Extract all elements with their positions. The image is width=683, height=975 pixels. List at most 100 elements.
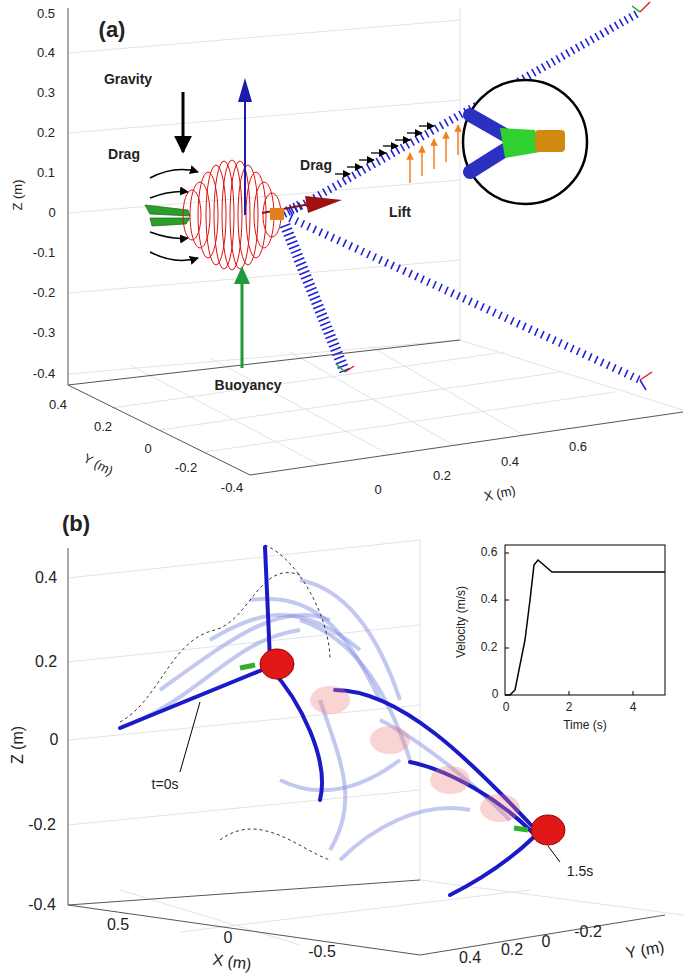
- velocity-inset: [505, 545, 665, 695]
- joint-inset: [470, 150, 505, 172]
- axis-tick: 0.2: [501, 941, 523, 959]
- axis-tick: 0.4: [501, 455, 519, 469]
- axis-tick: -0.5: [308, 943, 336, 961]
- axis-grid-b: [180, 890, 530, 932]
- drag-arrows-tentacle: [335, 173, 350, 174]
- motion-trails: [300, 580, 400, 700]
- axis-tick: 0.4: [37, 46, 55, 60]
- axis-tick: 0.4: [459, 949, 481, 967]
- axis-tick: 0.2: [481, 641, 498, 654]
- velocity-inset: [505, 600, 509, 601]
- axis-box-a: [68, 8, 69, 385]
- drag-arrows-tentacle: [395, 139, 410, 140]
- motion-trails: [320, 700, 345, 850]
- leader-line: [548, 846, 560, 862]
- axis-tick: 0: [144, 442, 151, 456]
- axis-tick: 0.2: [94, 420, 112, 434]
- tip-frames: [632, 6, 640, 12]
- axis-tick: -0.2: [175, 461, 197, 475]
- axis-grid-b: [68, 540, 683, 945]
- siphon-b: [514, 828, 528, 830]
- axis-grid-a: [290, 352, 455, 446]
- force-label: Drag: [300, 158, 332, 173]
- drag-arrows-tentacle: [347, 166, 362, 167]
- axis-tick: 0.2: [37, 126, 55, 140]
- axis-grid-a: [68, 20, 460, 53]
- joint-inset: [470, 115, 505, 135]
- axis-tick: 0: [50, 731, 59, 749]
- axis-tick: 0.2: [433, 469, 451, 483]
- axis-title: Z (m): [11, 179, 25, 210]
- time-label: t=0s: [152, 777, 179, 792]
- axis-grid-a: [130, 365, 320, 465]
- trail-outline: [120, 573, 300, 722]
- tentacle-b: [270, 668, 322, 800]
- motion-trails: [120, 580, 510, 860]
- tip-frames: [640, 372, 652, 380]
- axis-tick: 0.6: [481, 546, 498, 559]
- axis-box-b: [68, 548, 69, 905]
- buoyancy-arrow: [241, 278, 244, 368]
- joint-inset: [463, 80, 587, 204]
- axis-box-a: [68, 8, 683, 475]
- motion-trails: [340, 808, 470, 860]
- axis-box-b: [68, 905, 420, 955]
- tentacle-rings: [290, 12, 640, 212]
- tentacle-b: [410, 762, 532, 832]
- body-trail: [370, 726, 410, 754]
- body-trail: [310, 686, 520, 822]
- body-trail: [310, 686, 350, 714]
- siphon-b: [240, 665, 255, 668]
- motion-trails: [280, 760, 400, 790]
- axis-title: Y (m): [624, 938, 665, 962]
- drag-arrows-tentacle: [419, 125, 434, 126]
- motion-trails: [300, 620, 410, 760]
- drag-arrows-tentacle: [407, 132, 422, 133]
- tip-frames: [336, 2, 652, 390]
- axis-tick: 0: [542, 933, 551, 951]
- tip-frames: [336, 364, 345, 372]
- axis-grid-a: [68, 8, 683, 465]
- velocity-inset: [505, 553, 633, 695]
- axis-title: X (m): [211, 951, 252, 974]
- lift-arrows: [445, 132, 447, 162]
- axis-box-a: [250, 412, 683, 475]
- tentacle-rings: [280, 12, 640, 380]
- panel-label: (a): [99, 18, 126, 42]
- axis-tick: -0.4: [221, 481, 243, 495]
- axis-tick: 0.1: [37, 166, 55, 180]
- axis-tick: 0: [48, 206, 55, 220]
- axis-title: Time (s): [563, 719, 607, 732]
- gravity-arrow: [182, 92, 185, 152]
- axis-tick: -0.2: [33, 286, 55, 300]
- axis-title: X (m): [483, 484, 517, 505]
- panel-label: (b): [62, 512, 90, 536]
- drag-arrows: [150, 232, 188, 238]
- siphon-b: [240, 665, 528, 830]
- axis-tick: 0.3: [37, 86, 55, 100]
- axis-tick: 0.4: [49, 398, 67, 412]
- drag-arrows: [150, 170, 198, 178]
- velocity-inset: [505, 545, 665, 695]
- body-frame: [262, 204, 310, 213]
- velocity-inset: [633, 691, 634, 695]
- mantle-rings: [183, 160, 281, 270]
- drag-arrows-tentacle: [383, 145, 398, 146]
- axis-tick: -0.4: [33, 367, 55, 381]
- body-trail: [480, 794, 520, 822]
- axis-tick: 4: [630, 701, 637, 714]
- joint-inset: [463, 80, 587, 204]
- mantle-rings: [214, 161, 234, 269]
- lift-arrows: [409, 153, 411, 183]
- lift-arrows: [457, 125, 459, 155]
- axis-title: Velocity (m/s): [455, 586, 468, 658]
- tentacle-b: [120, 547, 535, 895]
- axis-grid-b: [120, 890, 300, 945]
- axis-box-b: [68, 880, 420, 905]
- axis-grid-a: [112, 352, 505, 408]
- axis-grid-a: [210, 358, 390, 455]
- axis-tick: 0.5: [37, 7, 55, 21]
- motion-trails: [120, 630, 300, 728]
- axis-tick: 0.2: [35, 653, 57, 671]
